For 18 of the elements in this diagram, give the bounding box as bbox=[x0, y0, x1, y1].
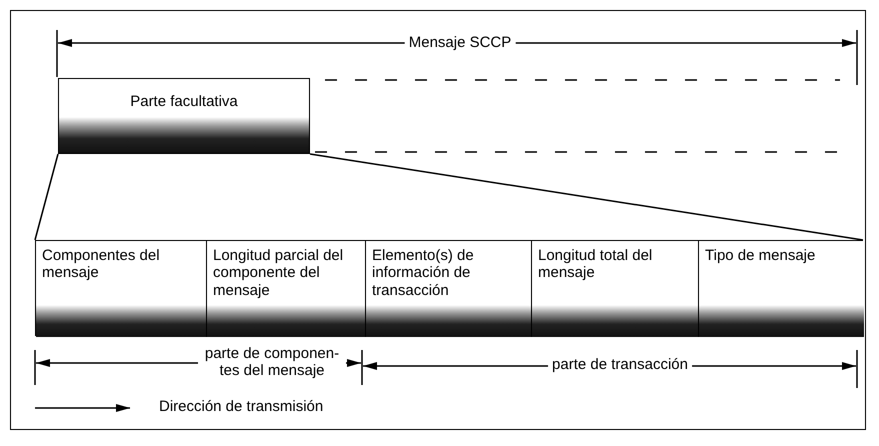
field-box bbox=[699, 241, 864, 337]
field-box bbox=[36, 241, 207, 337]
dimension-label: parte de transacción bbox=[548, 356, 692, 374]
field-text: Componentes del mensaje bbox=[41, 246, 161, 284]
field-text: Elemento(s) de información de transacción bbox=[371, 246, 475, 300]
field-text: Tipo de mensaje bbox=[704, 246, 816, 266]
field-box bbox=[366, 241, 532, 337]
dimension-label: parte de componen- tes del mensaje bbox=[198, 345, 346, 380]
dimension-label: Mensaje SCCP bbox=[404, 34, 516, 52]
expansion-line bbox=[34, 154, 59, 240]
field-text: Longitud total del mensaje bbox=[537, 246, 654, 284]
field-box bbox=[207, 241, 366, 337]
optional-part-box bbox=[58, 78, 310, 154]
field-row bbox=[35, 240, 863, 336]
field-text: Longitud parcial del componente del mensaje bbox=[212, 246, 344, 300]
field-text: Parte facultativa bbox=[129, 92, 239, 112]
expansion-line bbox=[310, 153, 864, 241]
field-box bbox=[532, 241, 699, 337]
